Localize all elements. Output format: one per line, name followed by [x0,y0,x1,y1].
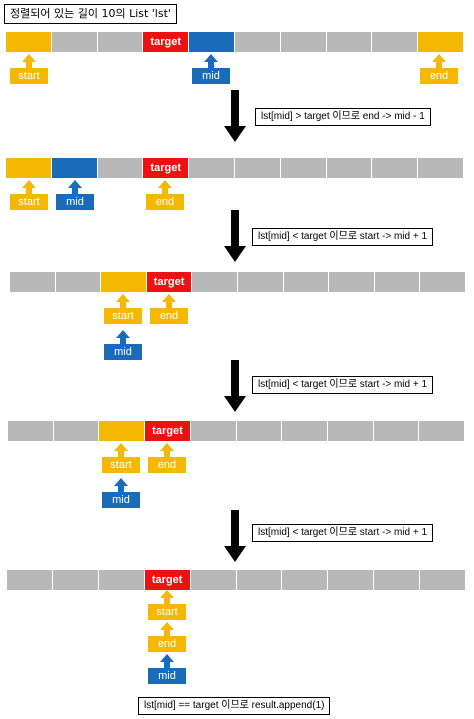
end-label: end [420,68,458,84]
list-cell [373,421,420,441]
down-arrow [224,210,246,264]
list-cell [326,158,373,178]
start-label: start [148,604,186,620]
step-note: lst[mid] < target 이므로 start -> mid + 1 [252,524,434,542]
list-cell [283,272,330,292]
list-cell-target: target [144,570,191,590]
list-cell [190,570,237,590]
list-bar-step-1: target [6,32,463,52]
list-cell [280,158,327,178]
list-cell [236,421,283,441]
list-cell [189,32,235,52]
list-cell [51,32,98,52]
list-cell [282,570,329,590]
step-note: lst[mid] < target 이므로 start -> mid + 1 [252,228,434,246]
list-bar-step-5: target [7,570,466,590]
list-cell [51,158,98,178]
list-cell [236,570,283,590]
mid-pointer: mid [56,180,94,216]
mid-label: mid [56,194,94,210]
list-cell [374,570,421,590]
end-pointer: end [146,180,184,216]
list-cell [55,272,102,292]
list-cell [280,32,327,52]
mid-pointer: mid [192,54,230,90]
list-cell [189,158,235,178]
mid-pointer: mid [148,654,186,690]
start-label: start [104,308,142,324]
list-cell [97,158,144,178]
list-cell [326,32,373,52]
list-cell [192,272,238,292]
end-label: end [148,457,186,473]
list-cell [419,421,465,441]
mid-label: mid [148,668,186,684]
start-label: start [10,68,48,84]
mid-pointer: mid [102,478,140,514]
list-cell [98,570,145,590]
start-label: start [102,457,140,473]
list-cell [372,158,419,178]
list-cell [190,421,237,441]
start-pointer: start [10,180,48,216]
list-cell [327,421,374,441]
end-pointer: end [150,294,188,330]
list-cell [282,421,328,441]
step-note: lst[mid] > target 이므로 end -> mid - 1 [255,108,431,126]
mid-label: mid [102,492,140,508]
start-pointer: start [104,294,142,330]
list-cell [99,421,146,441]
diagram-title: 정렬되어 있는 길이 10의 List 'lst' [4,4,177,24]
list-cell [52,570,99,590]
list-cell [237,272,284,292]
end-pointer: end [420,54,458,90]
end-label: end [150,308,188,324]
list-cell-target: target [143,158,190,178]
start-label: start [10,194,48,210]
mid-pointer: mid [104,330,142,366]
step-note: lst[mid] < target 이므로 start -> mid + 1 [252,376,434,394]
list-cell [420,570,466,590]
start-pointer: start [148,590,186,626]
result-note: lst[mid] == target 이므로 result.append(1) [138,697,331,715]
end-label: end [148,636,186,652]
end-label: end [146,194,184,210]
list-cell-target: target [145,421,191,441]
start-pointer: start [102,443,140,479]
mid-label: mid [104,344,142,360]
list-cell [97,32,144,52]
list-cell [372,32,419,52]
list-cell-target: target [143,32,190,52]
list-bar-step-3: target [10,272,465,292]
mid-label: mid [192,68,230,84]
list-cell [8,421,54,441]
end-pointer: end [148,443,186,479]
list-cell [10,272,56,292]
list-cell [234,158,281,178]
list-bar-step-2: target [6,158,463,178]
list-bar-step-4: target [8,421,465,441]
down-arrow [224,90,246,144]
list-cell [53,421,100,441]
down-arrow [224,510,246,564]
list-cell [328,570,375,590]
list-cell [7,570,53,590]
list-cell [374,272,421,292]
end-pointer: end [148,622,186,658]
list-cell [101,272,147,292]
list-cell [418,32,463,52]
list-cell [6,158,52,178]
start-pointer: start [10,54,48,90]
list-cell [329,272,375,292]
list-cell-target: target [146,272,193,292]
list-cell [418,158,463,178]
list-cell [234,32,281,52]
down-arrow [224,360,246,414]
list-cell [6,32,52,52]
list-cell [420,272,465,292]
